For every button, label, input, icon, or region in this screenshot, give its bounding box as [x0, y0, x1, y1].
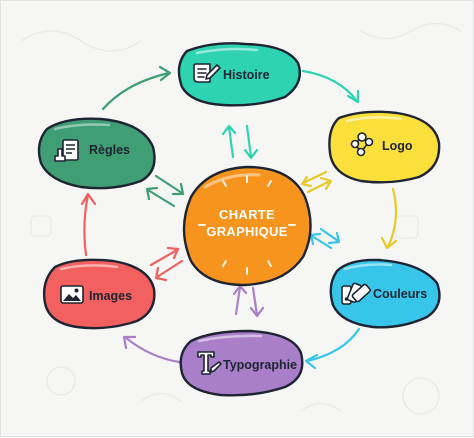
node-images-highlight	[59, 264, 119, 271]
arrow-histoire-logo-line	[301, 69, 359, 103]
arrow-typo-images-head	[122, 335, 137, 350]
node-regles-highlight	[53, 123, 111, 131]
link-logo-center	[300, 170, 333, 194]
arrow-couleurs-to-typographie	[304, 327, 361, 370]
arrow-typo-images-line	[123, 335, 181, 364]
link-images-out	[154, 259, 184, 282]
link-histoire-down	[243, 124, 259, 160]
arrow-histoire-logo-head	[346, 89, 360, 104]
center-node-highlight	[203, 173, 261, 189]
stamp-document-icon	[54, 139, 79, 162]
background-doodles	[20, 22, 462, 415]
link-histoire-up	[221, 124, 237, 159]
link-logo-out	[306, 176, 333, 194]
link-images-center	[149, 246, 184, 282]
node-logo[interactable]: Logo	[328, 110, 441, 184]
link-couleurs-in	[309, 232, 333, 250]
link-typo-down	[249, 286, 265, 318]
molecule-icon	[350, 132, 374, 157]
link-histoire-center	[221, 124, 259, 160]
link-regles-in	[154, 174, 185, 196]
node-regles-shape	[37, 117, 156, 190]
link-typographie-center	[232, 284, 265, 318]
scroll-icon	[193, 63, 221, 83]
node-histoire-shape	[177, 42, 302, 107]
arrow-logo-to-couleurs	[380, 187, 398, 250]
arrow-regles-to-histoire	[101, 65, 172, 111]
node-regles[interactable]: Règles	[37, 117, 156, 190]
center-title-line1: CHARTE	[219, 207, 275, 222]
arrow-images-to-regles	[80, 192, 97, 257]
arrow-images-regles-line	[83, 193, 90, 257]
node-histoire-highlight	[195, 47, 259, 55]
node-couleurs-shape	[329, 258, 441, 329]
node-images-shape	[42, 258, 156, 330]
link-regles-out	[145, 186, 176, 208]
link-couleurs-center	[309, 227, 341, 250]
arrow-regles-histoire-head	[158, 65, 172, 82]
node-regles-label: Règles	[89, 143, 130, 157]
arrow-couleurs-typo-line	[305, 327, 361, 363]
link-typo-up	[232, 284, 248, 316]
link-images-in	[149, 246, 180, 267]
node-histoire[interactable]: Histoire	[177, 42, 302, 107]
node-logo-highlight	[345, 116, 403, 123]
palette-swatches-icon	[341, 282, 371, 305]
node-couleurs-label: Couleurs	[373, 287, 427, 301]
link-logo-in	[300, 170, 328, 188]
node-images-label: Images	[89, 289, 132, 303]
center-title-line2: GRAPHIQUE	[206, 224, 287, 239]
center-node-shape	[182, 165, 312, 287]
node-typographie[interactable]: Typographie	[179, 329, 304, 397]
arrow-typographie-to-images	[122, 335, 181, 364]
arrow-logo-couleurs-line	[386, 187, 398, 249]
node-logo-shape	[328, 110, 441, 184]
center-clock-ticks	[198, 175, 296, 275]
node-typographie-shape	[179, 329, 304, 397]
center-link-arrows	[145, 124, 341, 318]
link-regles-center	[145, 174, 185, 208]
node-histoire-label: Histoire	[223, 68, 270, 82]
node-couleurs-highlight	[343, 263, 393, 271]
node-typographie-label: Typographie	[223, 358, 297, 372]
arrow-regles-histoire-line	[101, 71, 171, 111]
node-typographie-highlight	[197, 334, 263, 343]
outer-cycle-arrows	[80, 65, 398, 370]
arrow-couleurs-typo-head	[304, 353, 319, 370]
arrow-logo-couleurs-head	[380, 236, 398, 250]
node-logo-label: Logo	[382, 139, 413, 153]
node-couleurs[interactable]: Couleurs	[329, 258, 441, 329]
link-couleurs-out	[319, 227, 341, 245]
center-node[interactable]: CHARTE GRAPHIQUE	[182, 165, 312, 287]
picture-icon	[60, 285, 84, 304]
text-tool-icon	[197, 351, 222, 375]
arrow-images-regles-head	[80, 192, 97, 206]
arrow-histoire-to-logo	[301, 69, 360, 104]
node-images[interactable]: Images	[42, 258, 156, 330]
